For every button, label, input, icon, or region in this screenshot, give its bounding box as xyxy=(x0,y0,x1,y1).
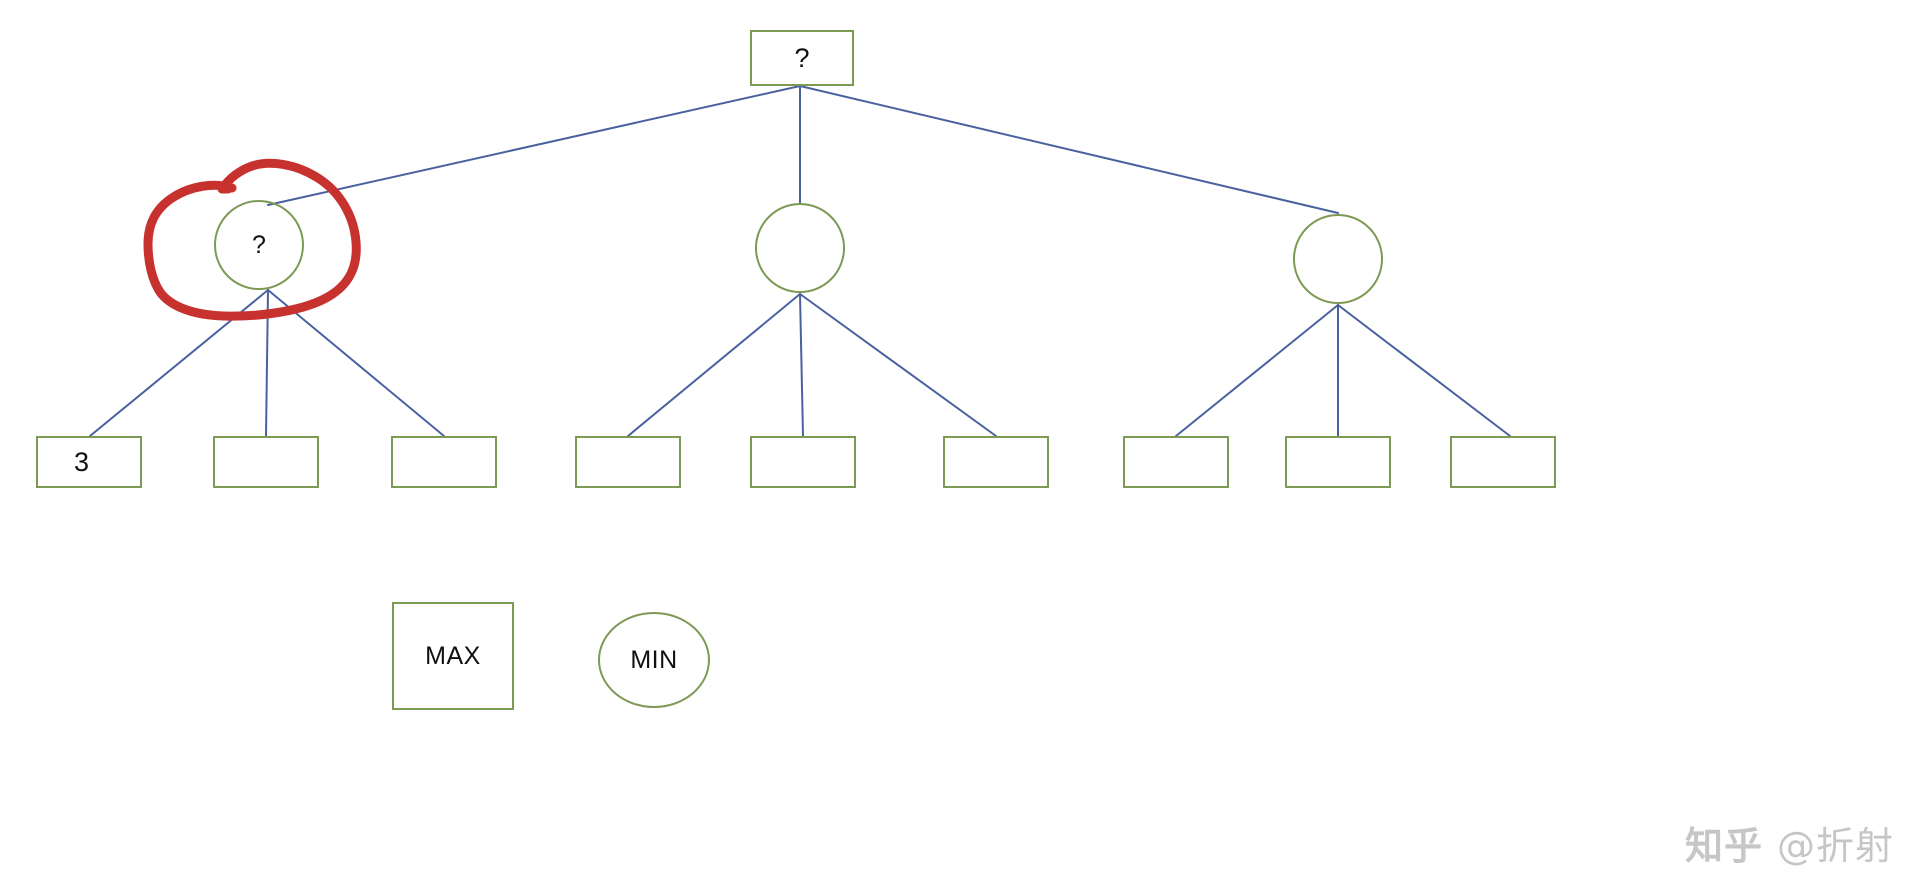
node-leaf-5[interactable] xyxy=(750,436,856,488)
node-min-2[interactable] xyxy=(755,203,845,293)
node-leaf-1-label: 3 xyxy=(74,446,90,477)
node-leaf-8[interactable] xyxy=(1285,436,1391,488)
legend-max-label: MAX xyxy=(425,641,481,670)
node-min-3[interactable] xyxy=(1293,214,1383,304)
node-min-1[interactable]: ? xyxy=(214,200,304,290)
watermark: 知乎 @折射 xyxy=(1685,815,1894,870)
node-min-1-label: ? xyxy=(252,230,266,259)
node-leaf-3[interactable] xyxy=(391,436,497,488)
legend-min-label: MIN xyxy=(630,645,678,674)
node-leaf-1[interactable]: 3 xyxy=(36,436,142,488)
node-leaf-6[interactable] xyxy=(943,436,1049,488)
node-leaf-2[interactable] xyxy=(213,436,319,488)
node-leaf-7[interactable] xyxy=(1123,436,1229,488)
node-leaf-4[interactable] xyxy=(575,436,681,488)
node-leaf-9[interactable] xyxy=(1450,436,1556,488)
watermark-logo: 知乎 xyxy=(1684,824,1763,868)
legend-min-shape: MIN xyxy=(598,612,710,708)
watermark-handle: @折射 xyxy=(1776,824,1894,868)
node-root-max[interactable]: ? xyxy=(750,30,854,86)
node-root-label: ? xyxy=(794,42,810,73)
legend-max-shape: MAX xyxy=(392,602,514,710)
